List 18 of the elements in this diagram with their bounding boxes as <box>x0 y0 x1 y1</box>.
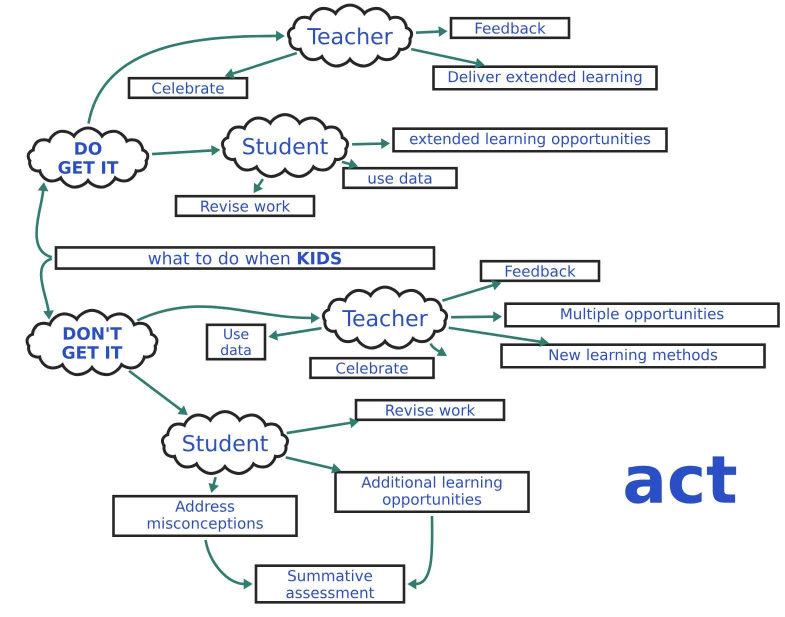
text-box: Revise work <box>174 194 316 218</box>
big-lettering: act <box>625 456 736 504</box>
text-box: Feedback <box>480 260 600 282</box>
text-box: Multiple opportunities <box>504 302 780 328</box>
text-box: Revise work <box>354 398 506 422</box>
text-box: Summative assessment <box>254 564 406 604</box>
text-box: Deliver extended learning <box>432 65 658 91</box>
text-box: Use data <box>206 323 266 360</box>
arrow <box>430 343 447 356</box>
text-box: Additional learning opportunities <box>334 470 530 514</box>
text-box: use data <box>342 166 458 190</box>
text-box: New learning methods <box>500 343 766 369</box>
text-box: extended learning opportunities <box>392 127 668 153</box>
text-box: Celebrate <box>309 356 435 380</box>
text-box: what to do when KIDS <box>54 246 436 270</box>
text-box: Celebrate <box>128 76 248 100</box>
text-box: Address misconceptions <box>112 494 298 538</box>
text-box: Feedback <box>450 16 570 40</box>
